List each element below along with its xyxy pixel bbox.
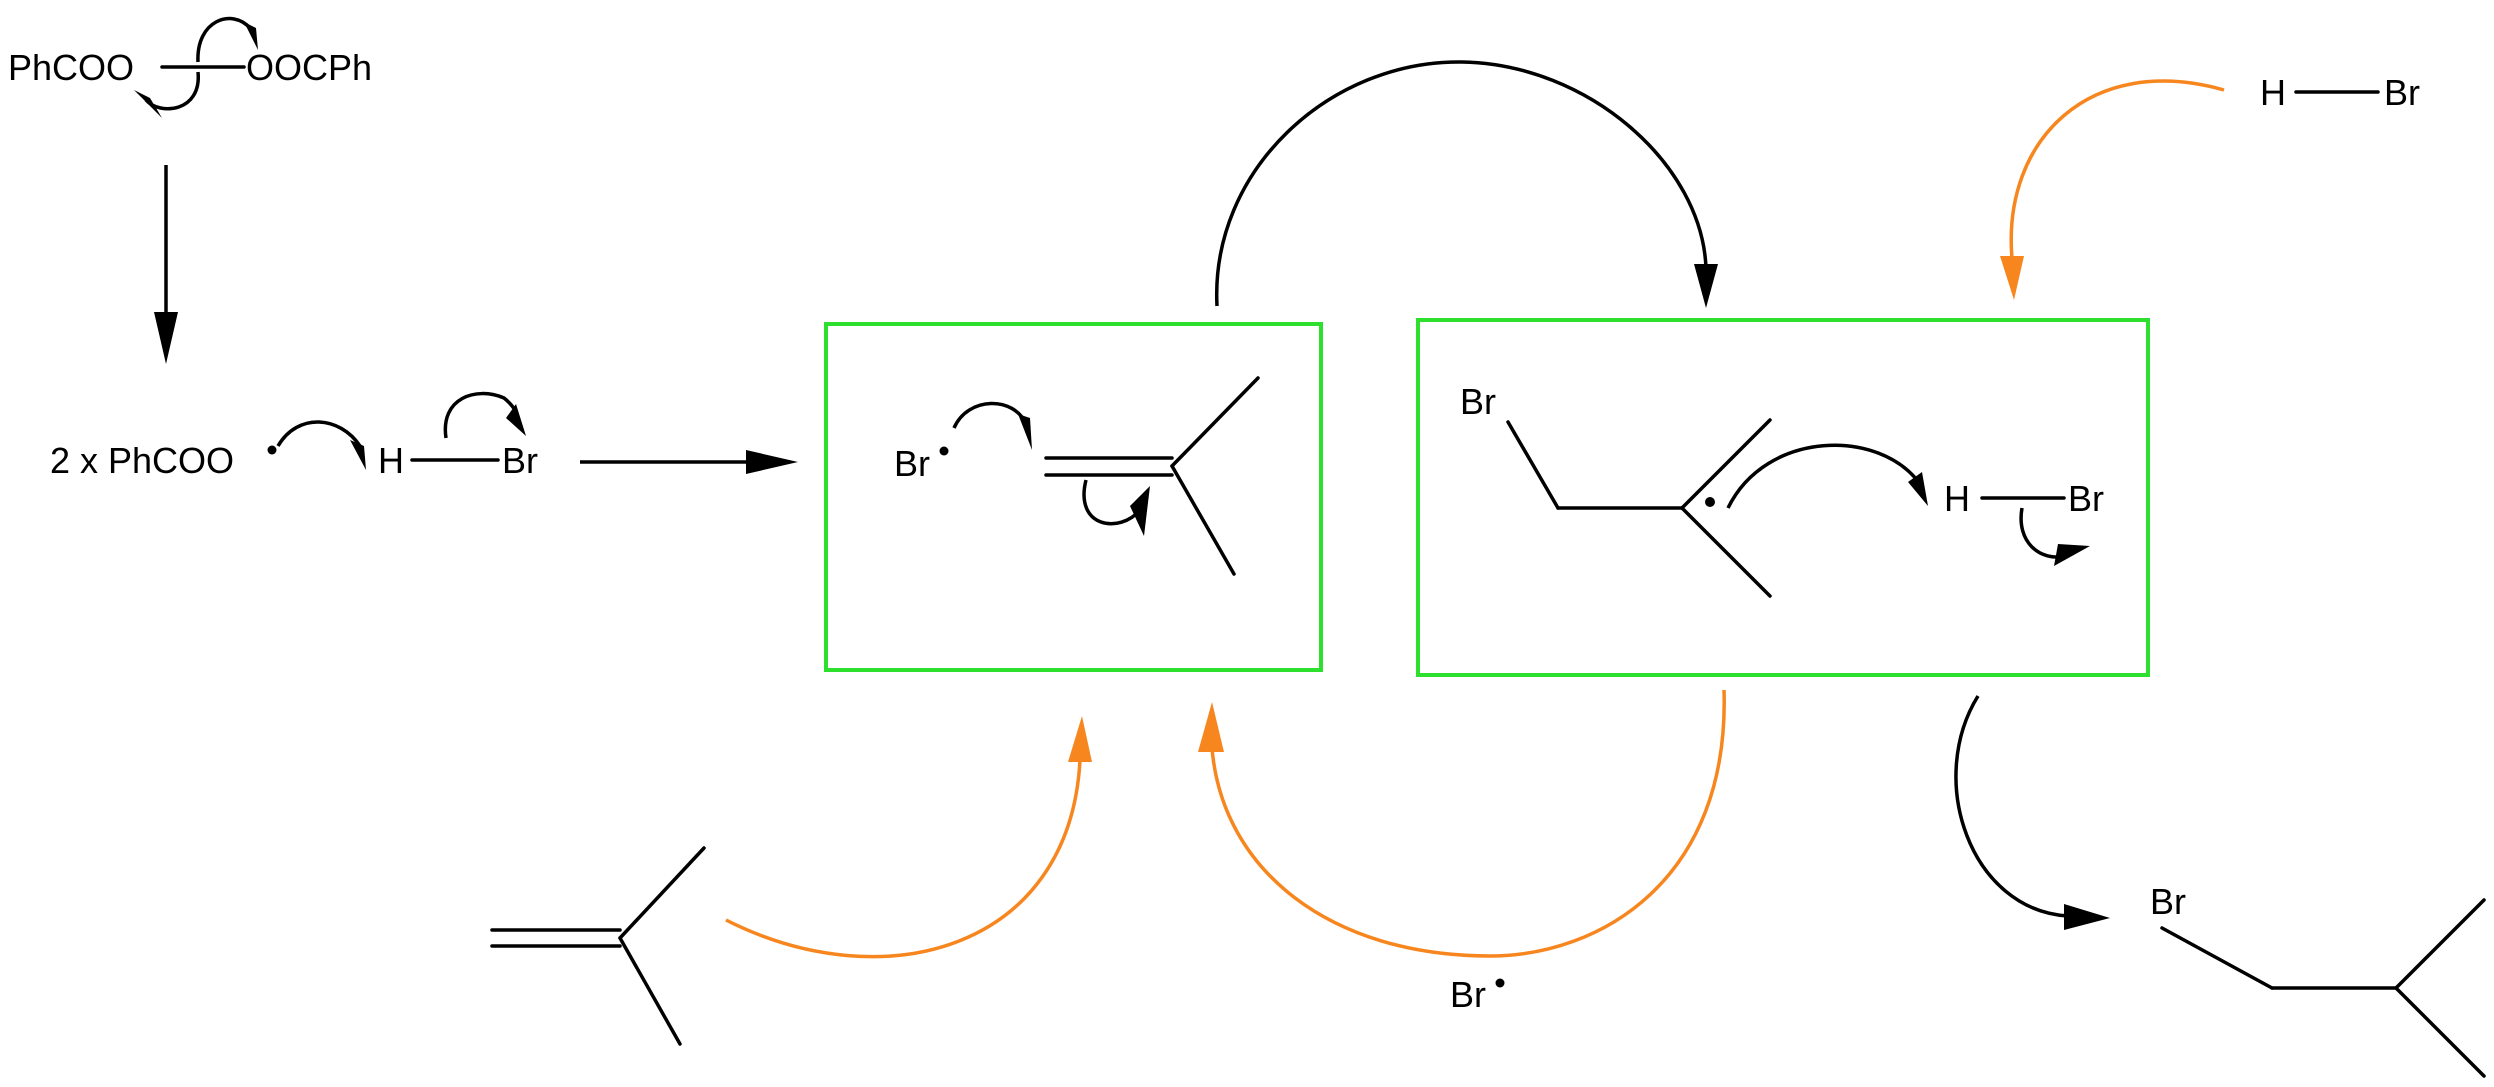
box1-contents: Br bbox=[894, 376, 1260, 576]
hbr-feed-arrow bbox=[2009, 79, 2225, 259]
peroxide-molecule: PhCOO OOCPh bbox=[8, 16, 372, 118]
peroxide-right-label: OOCPh bbox=[246, 47, 372, 88]
initiation-down-arrowhead bbox=[154, 312, 178, 364]
feed-methyl-lower bbox=[618, 936, 682, 1046]
initiation-right-arrowhead bbox=[746, 450, 798, 474]
alkene-feed-arrowhead bbox=[1068, 716, 1092, 762]
box2-radical-attack-arrow bbox=[1726, 443, 1922, 509]
box2-contents: Br H Br bbox=[1460, 381, 2104, 598]
hbr-feed-arrowhead bbox=[2000, 256, 2024, 300]
propagation-box-1 bbox=[824, 322, 1323, 672]
radical-dot bbox=[267, 445, 277, 455]
box2-br-substituent: Br bbox=[1460, 381, 1496, 422]
regenerated-br-radical-dot bbox=[1495, 978, 1505, 988]
feed-methyl-upper bbox=[618, 846, 706, 940]
hbr-homolysis-arrowhead bbox=[506, 404, 526, 436]
box2-methyl-upper bbox=[1680, 418, 1772, 510]
br-atom: Br bbox=[502, 440, 538, 481]
box1-to-box2-arrowhead bbox=[1694, 264, 1718, 308]
product-methyl-lower bbox=[2394, 986, 2486, 1078]
fishhook-arrow-up bbox=[196, 16, 252, 63]
box1-pi-bond-arrowhead bbox=[1130, 486, 1150, 536]
fishhook-arrowhead-down bbox=[134, 90, 162, 118]
br-radical-regeneration-arrow bbox=[1210, 689, 1726, 958]
box2-h-atom: H bbox=[1944, 478, 1970, 519]
isobutylene-feed bbox=[490, 846, 706, 1046]
product-molecule: Br bbox=[2150, 881, 2486, 1078]
radical-attack-arrowhead bbox=[350, 440, 366, 470]
box2-br-atom: Br bbox=[2068, 478, 2104, 519]
box1-to-box2-arrow bbox=[1215, 60, 1708, 307]
box2-carbon-radical-dot bbox=[1705, 497, 1715, 507]
reagent-br-atom: Br bbox=[2384, 72, 2420, 113]
regenerated-br-radical: Br bbox=[1450, 974, 1486, 1015]
alkene-feed-arrow bbox=[725, 759, 1082, 959]
h-atom: H bbox=[378, 440, 404, 481]
fishhook-arrow-down bbox=[144, 71, 200, 111]
box1-methyl-upper bbox=[1170, 376, 1260, 468]
reagent-h-atom: H bbox=[2260, 72, 2286, 113]
box2-ch2br-bond bbox=[1506, 420, 1560, 510]
product-formation-arrow bbox=[1954, 695, 2069, 918]
product-ch2br-bond bbox=[2160, 926, 2274, 990]
box1-br-attack-arrow bbox=[952, 401, 1028, 429]
box2-methyl-lower bbox=[1680, 506, 1772, 598]
hbr-homolysis-arrow bbox=[443, 391, 520, 439]
box1-methyl-lower bbox=[1170, 464, 1236, 576]
box1-br-radical-dot bbox=[939, 446, 949, 456]
box1-br-radical: Br bbox=[894, 443, 930, 484]
box2-hbr-homolysis-arrowhead bbox=[2054, 544, 2090, 566]
propagation-box-2 bbox=[1416, 318, 2150, 677]
box2-radical-attack-arrowhead bbox=[1908, 472, 1928, 506]
product-br-substituent: Br bbox=[2150, 881, 2186, 922]
product-formation-arrowhead bbox=[2064, 904, 2110, 930]
box1-br-attack-arrowhead bbox=[1018, 414, 1032, 450]
reagent-hbr: H Br bbox=[2260, 72, 2420, 113]
radical-attack-arrow bbox=[276, 420, 362, 447]
peroxide-left-label: PhCOO bbox=[8, 47, 134, 88]
product-methyl-upper bbox=[2394, 898, 2486, 990]
fishhook-arrowhead-up bbox=[244, 22, 258, 50]
br-radical-regeneration-arrowhead bbox=[1198, 702, 1224, 752]
benzoyloxy-radical-label: 2 x PhCOO bbox=[50, 440, 234, 481]
radical-hbr-step: 2 x PhCOO H Br bbox=[50, 391, 538, 481]
box1-pi-bond-arrow bbox=[1082, 479, 1142, 526]
